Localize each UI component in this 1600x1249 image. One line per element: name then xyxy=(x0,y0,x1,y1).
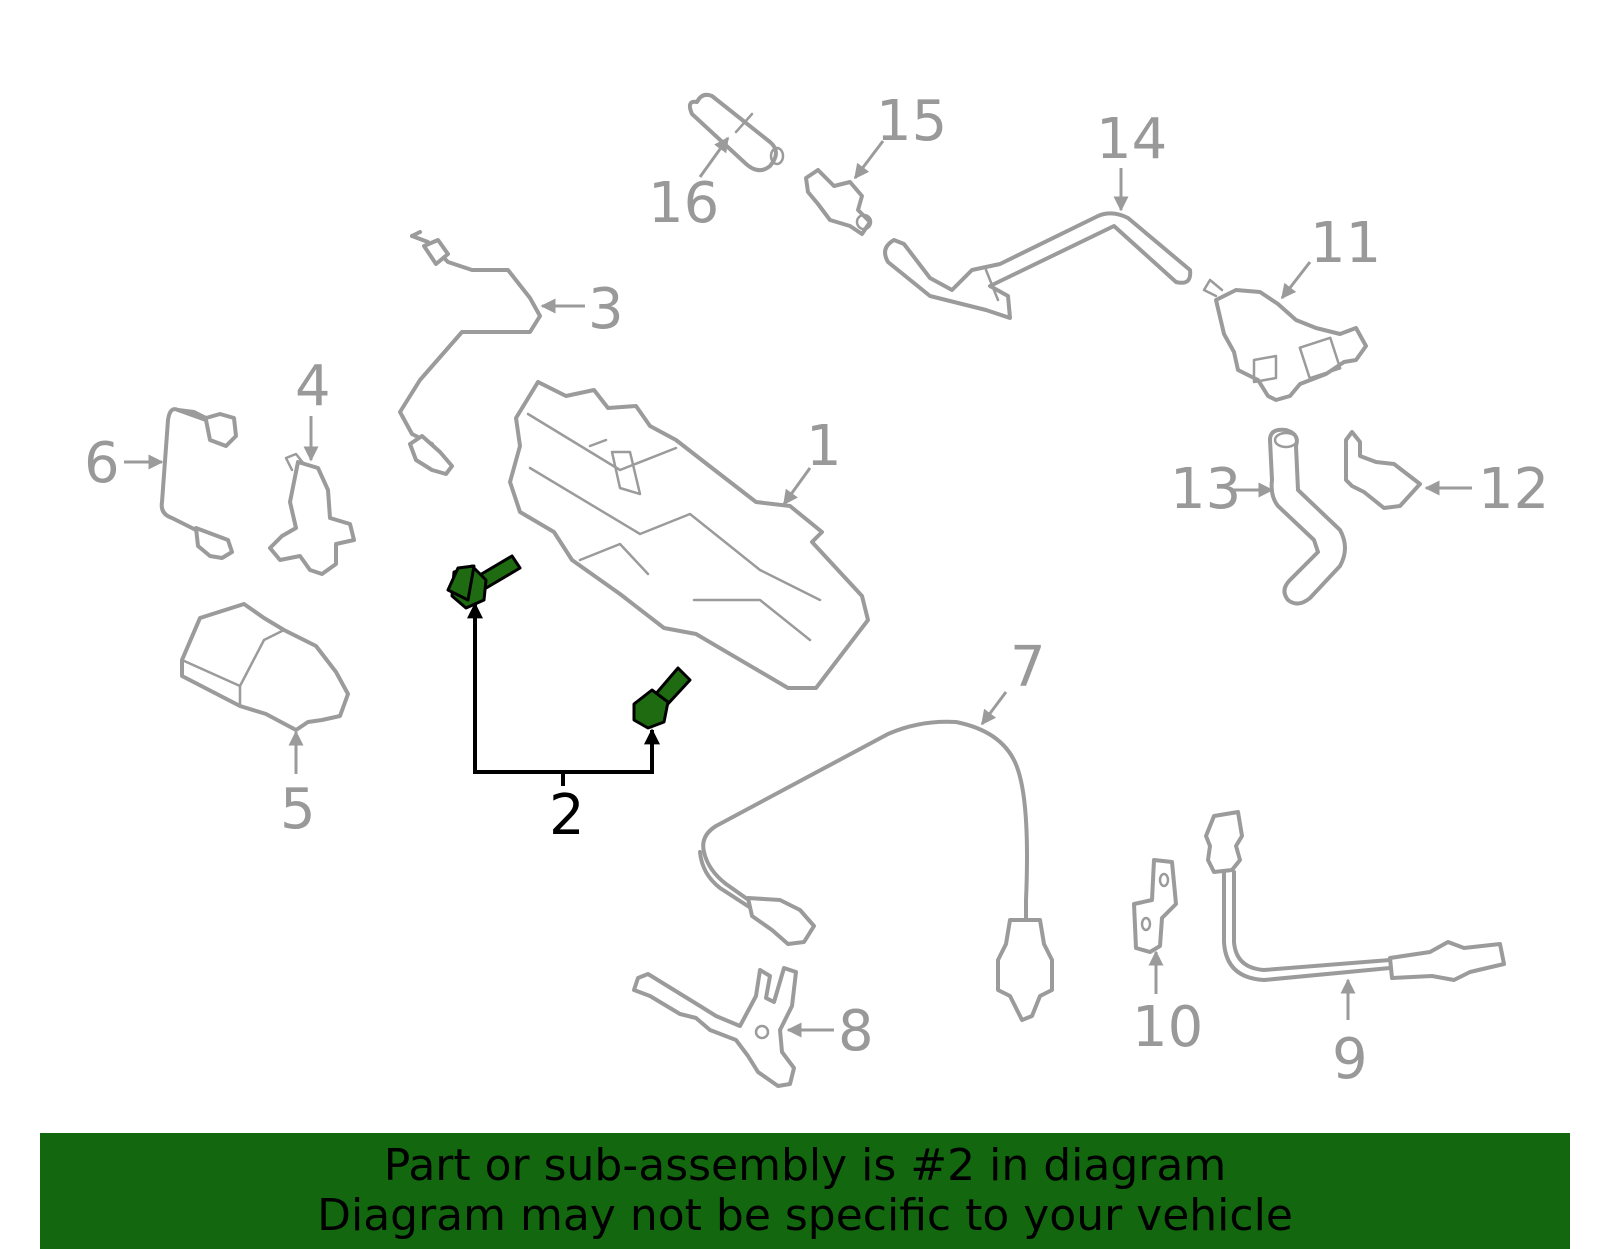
part-9-sensor xyxy=(1204,810,1506,982)
info-banner: Part or sub-assembly is #2 in diagram Di… xyxy=(40,1133,1570,1249)
callout-13: 13 xyxy=(1170,457,1241,522)
part-15-valve xyxy=(804,168,873,236)
part-4-valve xyxy=(268,452,356,576)
callout-11: 11 xyxy=(1310,211,1381,276)
callout-5: 5 xyxy=(280,777,316,842)
callout-16: 16 xyxy=(648,171,719,236)
callout-4: 4 xyxy=(295,354,331,419)
part-1-canister xyxy=(508,380,870,690)
leader-7 xyxy=(980,691,1008,726)
callout-1: 1 xyxy=(806,414,842,479)
banner-line-2: Diagram may not be specific to your vehi… xyxy=(317,1190,1293,1241)
leader-2 xyxy=(467,602,660,774)
part-10-bracket xyxy=(1132,858,1178,954)
banner-line-1: Part or sub-assembly is #2 in diagram xyxy=(383,1140,1227,1191)
callout-8: 8 xyxy=(838,999,874,1064)
leader-15 xyxy=(853,140,885,180)
part-7-sensor xyxy=(698,719,1054,1022)
callout-10: 10 xyxy=(1132,995,1203,1060)
part-2-bolt-upper xyxy=(446,554,522,610)
part-16-hose xyxy=(687,92,785,173)
part-14-hose xyxy=(883,211,1193,320)
callout-3: 3 xyxy=(588,277,624,342)
part-8-bracket xyxy=(632,966,798,1088)
part-3-pipe xyxy=(398,230,542,476)
part-12-bracket xyxy=(1344,430,1422,510)
part-6-sensor xyxy=(159,407,238,560)
leader-16 xyxy=(698,136,730,178)
part-13-hose xyxy=(1268,427,1347,606)
callout-15: 15 xyxy=(876,89,947,154)
callout-6: 6 xyxy=(84,431,120,496)
callout-2: 2 xyxy=(549,783,585,848)
leader-1 xyxy=(782,467,812,506)
part-2-bolt-lower xyxy=(632,666,692,730)
callout-7: 7 xyxy=(1010,635,1046,700)
callout-12: 12 xyxy=(1478,457,1549,522)
callout-14: 14 xyxy=(1096,107,1167,172)
callout-9: 9 xyxy=(1332,1027,1368,1092)
part-11-solenoid xyxy=(1202,278,1368,402)
part-5-actuator xyxy=(180,602,350,732)
leader-11 xyxy=(1280,261,1312,300)
